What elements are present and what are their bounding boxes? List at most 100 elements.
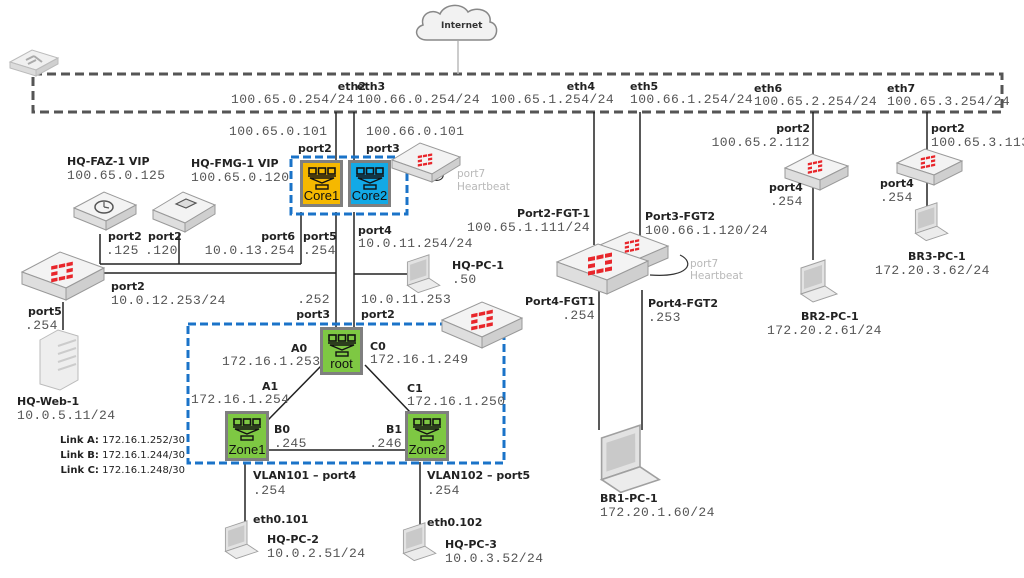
- ngfw-port4-ip: 10.0.11.254/24: [358, 236, 473, 251]
- vdom-name: Core1: [303, 188, 340, 203]
- eth6-label: eth6: [754, 82, 783, 95]
- fmg-title: HQ-FMG-1 VIP: [191, 157, 279, 170]
- eth3-label: eth3: [357, 80, 386, 93]
- br3-fgt-appliance-icon: [895, 148, 964, 186]
- br3-port2-ip: 100.65.3.113: [931, 135, 1024, 150]
- faz-ip: 100.65.0.125: [67, 168, 166, 183]
- link-legend: Link A: 172.16.1.252/30 Link B: 172.16.1…: [40, 433, 185, 478]
- vdom-switch-icon: [413, 418, 441, 441]
- web-name: HQ-Web-1: [17, 395, 80, 408]
- dcfw-port2-label: port2: [111, 280, 145, 293]
- internet-cloud-icon: [415, 4, 498, 74]
- core-vdom-box: [289, 155, 409, 216]
- link-a1-label: A1: [262, 380, 279, 393]
- eth6-ip: 100.65.2.254/24: [754, 94, 878, 109]
- link-legend-row: Link C: 172.16.1.248/30: [60, 465, 185, 476]
- vlan101-ip: .254: [253, 483, 286, 498]
- isfw-port3-label: port3: [296, 308, 330, 321]
- pc3-iface: eth0.102: [427, 516, 483, 529]
- isfw-vdom-box: [186, 322, 506, 465]
- eth7-ip: 100.65.3.254/24: [887, 94, 1011, 109]
- eth2-ip: 100.65.0.254/24: [231, 92, 355, 107]
- ngfw-port3-label: port3: [366, 142, 400, 155]
- br1-port4-fgt2-ip: .253: [648, 310, 681, 325]
- br1-port4-fgt1-label: Port4-FGT1: [524, 295, 595, 308]
- vdom-switch-icon: [233, 418, 261, 441]
- br1-pc-ip: 172.20.1.60/24: [600, 505, 715, 520]
- dcfw-port2-ip: 10.0.12.253/24: [111, 293, 226, 308]
- faz-title: HQ-FAZ-1 VIP: [67, 155, 150, 168]
- br1-port4-fgt2-label: Port4-FGT2: [648, 297, 719, 310]
- eth5-label: eth5: [630, 80, 659, 93]
- dcfw-port5-label: port5: [28, 305, 62, 318]
- br1-port2-ip: 100.65.1.111/24: [466, 220, 590, 235]
- br3-pc-laptop-icon: [914, 202, 949, 242]
- hq-isfw-appliance-icon: [440, 301, 524, 349]
- ngfw-port6-label: port6: [261, 230, 295, 243]
- dcfw-port5-ip: .254: [25, 318, 58, 333]
- br1-port3-ip: 100.66.1.120/24: [645, 223, 769, 238]
- ngfw-port2-label: port2: [298, 142, 332, 155]
- br3-port4-label: port4: [880, 177, 914, 190]
- vdom-core1[interactable]: Core1: [300, 160, 343, 207]
- br2-port2-label: port2: [776, 122, 810, 135]
- br1-heartbeat-label: Heartbeat: [690, 270, 743, 282]
- hq-ngfw-appliance-icon: [390, 142, 462, 183]
- fmg-port-ip: .120: [145, 243, 178, 258]
- vdom-switch-icon: [355, 167, 384, 190]
- ngfw-port6-ip: 10.0.13.254: [204, 243, 295, 258]
- br3-port2-label: port2: [931, 122, 965, 135]
- eth3-ip: 100.66.0.254/24: [357, 92, 481, 107]
- br2-port4-ip: .254: [770, 194, 803, 209]
- eth4-ip: 100.65.1.254/24: [491, 92, 615, 107]
- br1-pc-name: BR1-PC-1: [600, 492, 658, 505]
- vdom-core2[interactable]: Core2: [348, 160, 391, 207]
- ngfw-port7-label: port7: [457, 168, 486, 180]
- br2-port2-ip: 100.65.2.112: [711, 135, 810, 150]
- link-a0-ip: 172.16.1.253: [222, 354, 321, 369]
- vdom-name: Core2: [351, 188, 388, 203]
- vdom-root[interactable]: root: [320, 327, 363, 375]
- wan-router-box: [31, 72, 1004, 114]
- eth2-label: eth2: [337, 80, 366, 93]
- web-ip: 10.0.5.11/24: [17, 408, 116, 423]
- hq-pc1-laptop-icon: [406, 254, 441, 294]
- pc2-ip: 10.0.2.51/24: [267, 546, 366, 561]
- isfw-port2-ip: 10.0.11.253: [361, 292, 452, 307]
- br1-port7-label: port7: [690, 258, 719, 270]
- link-c1-ip: 172.16.1.250: [407, 394, 506, 409]
- br2-pc-laptop-icon: [800, 259, 838, 303]
- vdom-zone1[interactable]: Zone1: [225, 411, 269, 461]
- link-legend-row: Link B: 172.16.1.244/30: [60, 450, 185, 461]
- link-a1-ip: 172.16.1.254: [191, 392, 290, 407]
- link-b0-ip: .245: [274, 436, 307, 451]
- br2-pc-name: BR2-PC-1: [801, 310, 859, 323]
- pc1-ip: .50: [452, 272, 477, 287]
- br1-fgt-cluster-icon: [555, 231, 670, 295]
- eth5-ip: 100.66.1.254/24: [630, 92, 754, 107]
- hq-fmg-appliance-icon: [151, 191, 217, 233]
- vdom-zone2[interactable]: Zone2: [405, 411, 449, 461]
- vdom-name: Zone2: [408, 442, 446, 457]
- br2-fgt-appliance-icon: [783, 153, 850, 191]
- br3-port4-ip: .254: [880, 190, 913, 205]
- links: [62, 112, 928, 528]
- ngfw-port4-label: port4: [358, 224, 392, 237]
- pc1-name: HQ-PC-1: [452, 259, 504, 272]
- ngfw-port2-ip: 100.65.0.101: [229, 124, 328, 139]
- wan-switch-icon: [8, 49, 60, 77]
- br1-port3-label: Port3-FGT2: [645, 210, 716, 223]
- vdom-name: Zone1: [228, 442, 266, 457]
- br1-port2-label: Port2-FGT-1: [517, 207, 590, 220]
- link-b1-label: B1: [385, 423, 402, 436]
- link-c1-label: C1: [407, 382, 423, 395]
- eth4-label: eth4: [566, 80, 595, 93]
- link-c0-label: C0: [370, 340, 386, 353]
- br3-pc-name: BR3-PC-1: [908, 250, 966, 263]
- ngfw-heartbeat-label: Heartbeat: [457, 181, 510, 193]
- pc3-name: HQ-PC-3: [445, 538, 497, 551]
- vlan101-label: VLAN101 – port4: [253, 469, 357, 482]
- br2-port4-label: port4: [769, 181, 803, 194]
- fmg-port-label: port2: [148, 230, 182, 243]
- br3-pc-ip: 172.20.3.62/24: [875, 263, 990, 278]
